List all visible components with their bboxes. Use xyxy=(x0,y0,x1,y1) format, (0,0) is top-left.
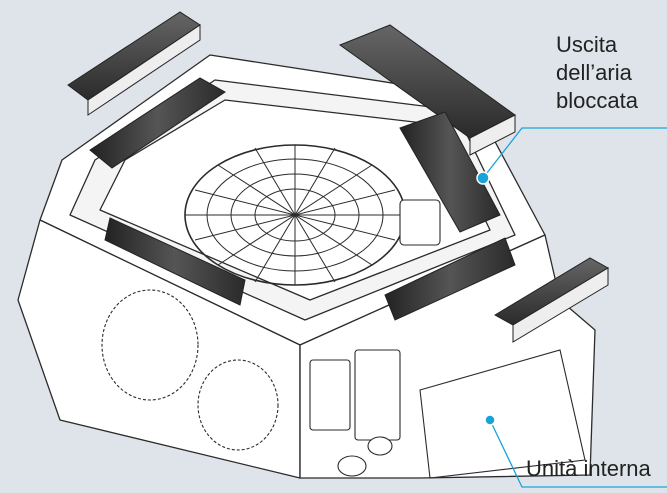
blocking-pad-left xyxy=(89,77,226,169)
label-indoor-unit: Unità interna xyxy=(526,456,651,481)
blocking-pad-front-left xyxy=(104,217,246,306)
label-line: dell’aria xyxy=(556,60,632,85)
blocking-pad-top-left xyxy=(67,11,201,116)
unit-marker-icon xyxy=(484,414,496,426)
blocking-pad-front-right xyxy=(384,237,516,321)
label-line: Uscita xyxy=(556,32,618,57)
outlet-marker-icon xyxy=(476,171,490,185)
side-panel xyxy=(299,345,586,479)
pipe-fittings xyxy=(309,199,441,477)
label-blocked-air-outlet: Uscita dell’aria bloccata xyxy=(556,31,638,115)
blocking-pad-side xyxy=(494,257,609,343)
blocking-pad-right xyxy=(399,111,501,233)
label-line: bloccata xyxy=(556,88,638,113)
blocking-pad-top-right xyxy=(338,24,516,156)
leader-lines xyxy=(476,127,667,488)
knockout-holes xyxy=(101,289,279,451)
